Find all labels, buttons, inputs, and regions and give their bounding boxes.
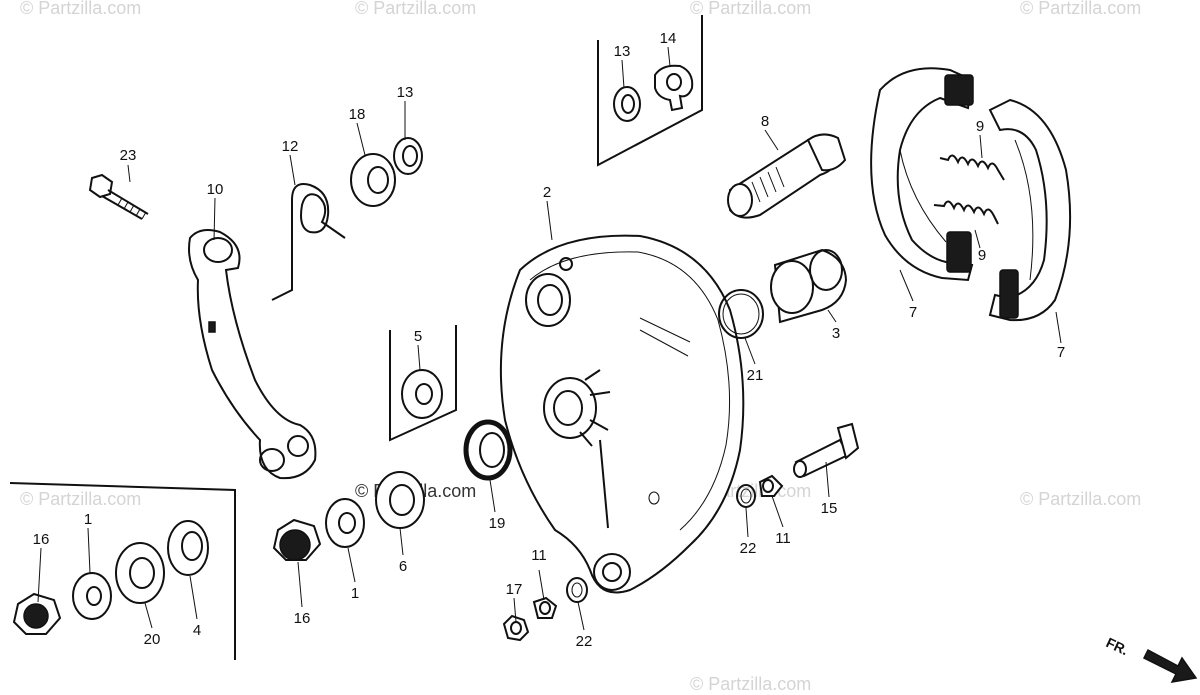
callout-11-bottom: 11	[531, 547, 547, 564]
callout-16-middle: 16	[294, 610, 311, 627]
callout-10: 10	[207, 181, 224, 198]
callout-15: 15	[821, 500, 838, 517]
callout-7-right: 7	[1057, 344, 1065, 361]
washer-part-22-bottom	[566, 577, 588, 603]
watermark-top-2: © Partzilla.com	[355, 0, 476, 18]
felt-washer-part-5	[401, 369, 443, 419]
callout-3: 3	[832, 325, 840, 342]
washer-part-13-box	[613, 86, 641, 122]
callout-16-left: 16	[33, 531, 50, 548]
washer-part-1-middle	[325, 498, 365, 548]
nipple-part-11-right	[758, 474, 784, 497]
callout-19: 19	[489, 515, 506, 532]
wear-indicator-part-14	[654, 64, 694, 112]
callout-23: 23	[120, 147, 137, 164]
callout-4: 4	[193, 622, 201, 639]
front-direction-indicator: FR.	[1104, 634, 1198, 683]
washer-part-13-upper	[393, 137, 423, 175]
callout-1-left: 1	[84, 511, 92, 528]
callout-17: 17	[506, 581, 523, 598]
callout-22-right: 22	[740, 540, 757, 557]
return-spring-part-12	[271, 183, 346, 301]
watermark-top-3: © Partzilla.com	[690, 0, 811, 18]
callout-21: 21	[747, 367, 764, 384]
watermark-left: © Partzilla.com	[20, 489, 141, 509]
leader-lines	[37, 46, 1062, 631]
brake-arm-part-10	[188, 229, 317, 480]
brake-cam-part-8	[727, 133, 847, 219]
nut-part-16-left	[12, 592, 62, 635]
bracket-13-14	[597, 15, 703, 167]
brake-shoe-part-7-left	[870, 67, 974, 282]
nut-part-16-middle	[272, 518, 322, 561]
circlip-part-21	[718, 289, 764, 339]
collar-part-4	[167, 520, 209, 576]
front-direction-label: FR.	[1104, 634, 1131, 658]
spacer-part-20	[115, 542, 165, 604]
callout-9-lower: 9	[978, 247, 986, 264]
callout-5: 5	[414, 328, 422, 345]
shoe-spring-part-9-upper	[939, 154, 1005, 181]
brake-shoe-part-7-right	[988, 98, 1072, 322]
washer-part-1-left	[72, 572, 112, 620]
collar-part-3	[770, 248, 848, 324]
bolt-part-15	[793, 422, 860, 478]
shoe-spring-part-9-lower	[933, 200, 999, 225]
callout-8: 8	[761, 113, 769, 130]
callout-7-left: 7	[909, 304, 917, 321]
bracket-16-20-4	[9, 482, 236, 660]
bracket-5	[389, 325, 457, 442]
bearing-part-6	[375, 471, 425, 529]
callout-14: 14	[660, 30, 677, 47]
washer-part-22-right	[736, 484, 756, 508]
watermark-top-1: © Partzilla.com	[20, 0, 141, 18]
watermark-right: © Partzilla.com	[1020, 489, 1141, 509]
nipple-part-11-bottom	[532, 596, 558, 619]
washer-part-18	[350, 153, 396, 207]
callout-13-upper: 13	[397, 84, 414, 101]
callout-9-upper: 9	[976, 118, 984, 135]
dust-seal-part-19	[463, 419, 513, 481]
callout-6: 6	[399, 558, 407, 575]
watermark-top-4: © Partzilla.com	[1020, 0, 1141, 18]
front-arrow-icon	[1142, 648, 1198, 683]
watermark-bottom: © Partzilla.com	[690, 674, 811, 694]
callout-11-right: 11	[775, 530, 791, 547]
callout-12: 12	[282, 138, 299, 155]
callout-20: 20	[144, 631, 161, 648]
callout-22-bottom: 22	[576, 633, 593, 650]
callout-13-box: 13	[614, 43, 631, 60]
bolt-part-23	[88, 173, 149, 220]
brake-panel-part-2	[499, 234, 745, 594]
callout-2: 2	[543, 184, 551, 201]
callout-18: 18	[349, 106, 366, 123]
callout-1-middle: 1	[351, 585, 359, 602]
